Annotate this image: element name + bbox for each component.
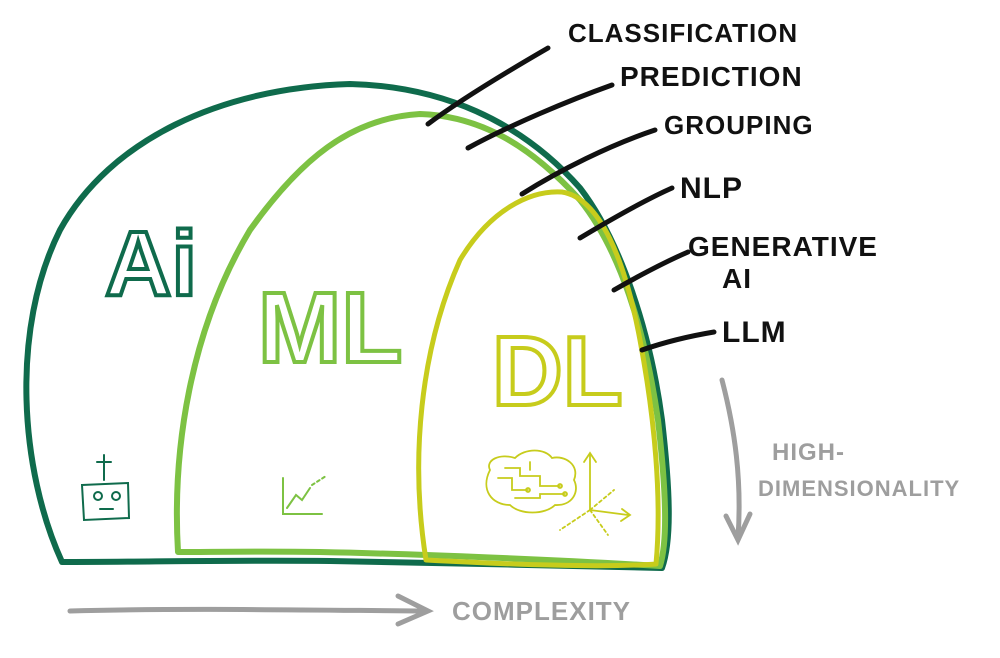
arrow-right-icon — [67, 593, 434, 627]
ml-region-outline — [173, 111, 669, 569]
annotation-generative: GENERATIVE — [688, 231, 878, 262]
dl-region-label: DL — [492, 316, 623, 426]
pointer-llm — [639, 329, 717, 353]
pointer-classification — [425, 45, 551, 127]
annotation-llm: LLM — [722, 316, 787, 349]
pointer-nlp — [577, 185, 675, 241]
annotation-pointers — [425, 45, 717, 353]
ai-region-label: Ai — [105, 213, 197, 315]
annotation-prediction: PREDICTION — [620, 61, 803, 92]
brain-circuit-icon — [485, 449, 632, 536]
dl-region-outline — [416, 189, 661, 569]
trend-chart-icon — [282, 475, 327, 515]
pointer-prediction — [465, 82, 615, 151]
ml-region-label: ML — [258, 272, 402, 384]
complexity-axis-label: COMPLEXITY — [452, 596, 631, 626]
annotation-ai: AI — [722, 263, 752, 294]
robot-icon — [80, 454, 131, 522]
pointer-grouping — [519, 127, 658, 197]
arrow-down-icon — [719, 377, 753, 546]
pointer-generative-ai — [611, 249, 691, 293]
annotation-classification: CLASSIFICATION — [568, 18, 798, 48]
annotation-grouping: GROUPING — [664, 110, 814, 140]
dimensionality-axis-label-line1: HIGH- — [772, 439, 845, 466]
dimensionality-axis-label-line2: DIMENSIONALITY — [758, 476, 960, 501]
annotation-nlp: NLP — [680, 172, 743, 205]
